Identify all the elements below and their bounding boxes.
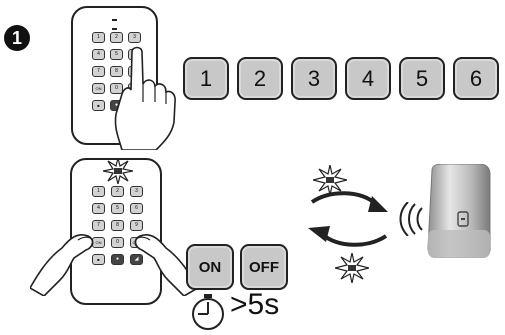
wireless-waves-icon [399, 202, 423, 236]
remote-key: 8 [111, 220, 124, 231]
remote-key: 1 [92, 32, 105, 43]
step-number-badge: 1 [4, 25, 30, 51]
remote-key: 5 [111, 203, 124, 214]
transmit-arrow-icon [310, 191, 388, 212]
remote-key: 5 [110, 49, 123, 60]
hand-right-icon [134, 233, 198, 296]
remote-key: 4 [92, 203, 105, 214]
remote-key: ■ [92, 100, 105, 111]
remote-key: ON [92, 83, 105, 94]
remote-key: 4 [92, 49, 105, 60]
remote-key: ◢ [130, 254, 143, 265]
receive-arrow-icon [308, 226, 388, 247]
remote-key: 7 [92, 66, 105, 77]
keypad-remote-bottom: 1 2 3 4 5 6 7 8 9 ON 0 OFF ■ ● ◢ [70, 158, 162, 305]
remote-key: 1 [92, 186, 105, 197]
remote-key: 0 [110, 83, 123, 94]
remote-key: 2 [110, 32, 123, 43]
hand-left-icon [30, 233, 94, 296]
remote-key: 9 [130, 220, 143, 231]
code-key-2: 2 [237, 57, 283, 100]
flash-icon [103, 158, 133, 184]
signal-spark-icon [335, 253, 369, 283]
led-indicator [112, 19, 117, 30]
remote-key: 0 [111, 237, 124, 248]
receiver-device [427, 164, 491, 258]
code-key-6: 6 [453, 57, 499, 100]
code-key-5: 5 [399, 57, 445, 100]
signal-spark-icon [313, 165, 347, 195]
remote-key: 6 [130, 203, 143, 214]
remote-key: 3 [130, 186, 143, 197]
on-button: ON [186, 244, 234, 290]
off-button: OFF [240, 244, 288, 290]
code-key-3: 3 [291, 57, 337, 100]
stopwatch-icon [192, 294, 224, 330]
remote-key: ■ [92, 254, 105, 265]
code-key-1: 1 [183, 57, 229, 100]
duration-label: >5s [230, 288, 280, 321]
code-key-4: 4 [345, 57, 391, 100]
remote-key: ● [111, 254, 124, 265]
remote-key: 7 [92, 220, 105, 231]
hand-pressing-icon [114, 46, 176, 150]
remote-key: 3 [128, 32, 141, 43]
remote-key: 8 [110, 66, 123, 77]
remote-key: 2 [111, 186, 124, 197]
